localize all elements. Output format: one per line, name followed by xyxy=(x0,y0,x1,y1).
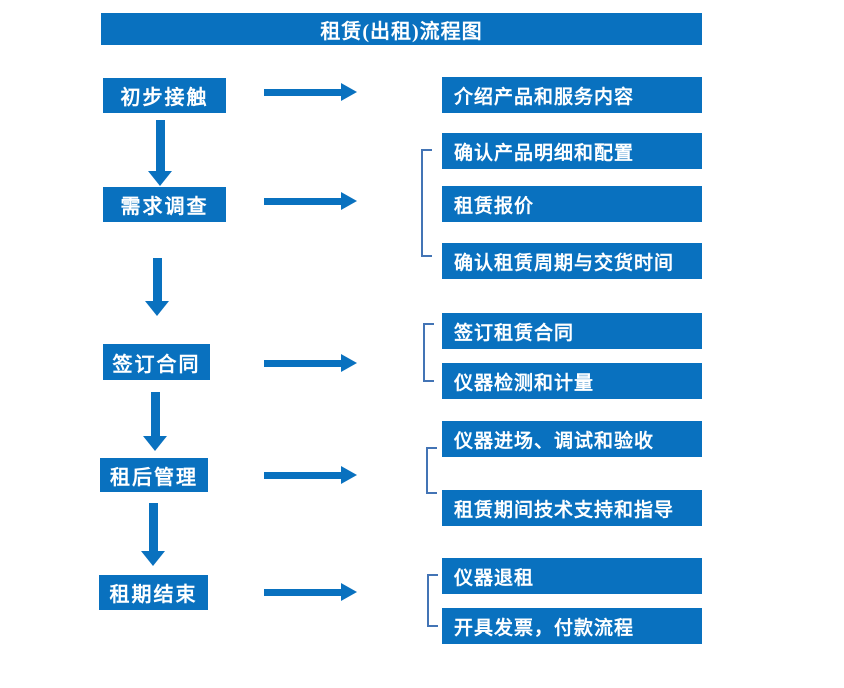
detail-box-confirm-period-delivery: 确认租赁周期与交货时间 xyxy=(442,243,702,279)
down-arrow-3 xyxy=(143,392,167,451)
detail-box-instrument-testing: 仪器检测和计量 xyxy=(442,363,702,399)
detail-box-instrument-setup: 仪器进场、调试和验收 xyxy=(442,421,702,457)
down-arrow-head xyxy=(141,551,165,566)
step-box-initial-contact: 初步接触 xyxy=(103,78,226,113)
right-arrow-5 xyxy=(264,583,357,601)
down-arrow-2 xyxy=(145,258,169,316)
right-arrow-head xyxy=(341,466,357,484)
down-arrow-head xyxy=(148,171,172,186)
right-arrow-3 xyxy=(264,354,357,372)
down-arrow-stem xyxy=(150,392,160,436)
right-arrow-head xyxy=(341,354,357,372)
group-bracket-sign-contract xyxy=(423,323,434,382)
right-arrow-head xyxy=(341,83,357,101)
down-arrow-stem xyxy=(148,503,158,551)
right-arrow-stem xyxy=(264,588,341,596)
group-bracket-post-rental xyxy=(426,447,437,494)
right-arrow-stem xyxy=(264,88,341,96)
right-arrow-stem xyxy=(264,359,341,367)
down-arrow-1 xyxy=(148,120,172,186)
step-box-rental-end: 租期结束 xyxy=(99,575,208,610)
right-arrow-1 xyxy=(264,83,357,101)
step-box-demand-survey: 需求调查 xyxy=(103,187,226,222)
group-bracket-rental-end xyxy=(427,574,438,627)
detail-box-invoice-payment: 开具发票，付款流程 xyxy=(442,608,702,644)
flowchart-title: 租赁(出租)流程图 xyxy=(101,13,702,45)
detail-box-tech-support: 租赁期间技术支持和指导 xyxy=(442,490,702,526)
detail-box-instrument-return: 仪器退租 xyxy=(442,558,702,594)
detail-box-introduce-products: 介绍产品和服务内容 xyxy=(442,77,702,113)
down-arrow-head xyxy=(143,436,167,451)
right-arrow-4 xyxy=(264,466,357,484)
down-arrow-4 xyxy=(141,503,165,566)
right-arrow-stem xyxy=(264,197,341,205)
detail-box-confirm-product-config: 确认产品明细和配置 xyxy=(442,133,702,169)
down-arrow-stem xyxy=(152,258,162,301)
step-box-post-rental-management: 租后管理 xyxy=(100,458,208,492)
right-arrow-2 xyxy=(264,192,357,210)
right-arrow-head xyxy=(341,583,357,601)
down-arrow-stem xyxy=(155,120,165,171)
detail-box-sign-rental-contract: 签订租赁合同 xyxy=(442,313,702,349)
group-bracket-demand-survey xyxy=(421,149,432,257)
step-box-sign-contract: 签订合同 xyxy=(103,344,210,380)
detail-box-rental-quote: 租赁报价 xyxy=(442,186,702,222)
down-arrow-head xyxy=(145,301,169,316)
right-arrow-head xyxy=(341,192,357,210)
right-arrow-stem xyxy=(264,471,341,479)
